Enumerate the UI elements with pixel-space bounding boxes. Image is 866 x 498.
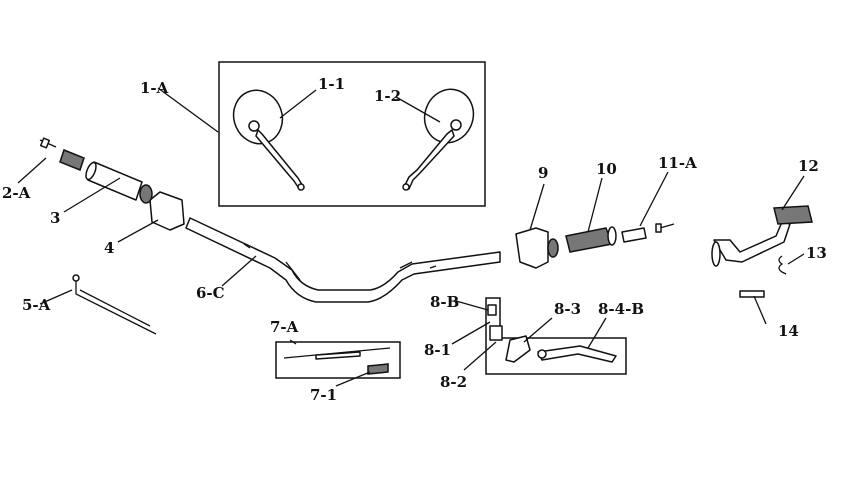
label-7-1: 7-1 <box>310 386 337 404</box>
label-8-2: 8-2 <box>440 373 467 391</box>
clutch-cable <box>283 347 391 375</box>
label-8-3: 8-3 <box>554 300 581 318</box>
label-11-A: 11-A <box>658 154 697 172</box>
label-7-A: 7-A <box>270 318 299 336</box>
label-9: 9 <box>538 164 548 182</box>
spring <box>778 255 787 275</box>
clutch-cable-box <box>275 341 401 379</box>
gear-shift-lever <box>711 205 813 267</box>
handlebar <box>185 217 501 303</box>
label-2-A: 2-A <box>2 184 31 202</box>
label-1-1: 1-1 <box>318 75 345 93</box>
label-14: 14 <box>778 322 799 340</box>
label-3: 3 <box>50 209 60 227</box>
label-6-C: 6-C <box>196 284 225 302</box>
label-8-B: 8-B <box>430 293 459 311</box>
throttle-cable <box>72 274 157 335</box>
right-switch <box>515 227 559 269</box>
label-8-4-B: 8-4-B <box>598 300 644 318</box>
label-5-A: 5-A <box>22 296 51 314</box>
label-8-1: 8-1 <box>424 341 451 359</box>
clutch-lever <box>537 345 617 363</box>
label-1-2: 1-2 <box>374 87 401 105</box>
label-12: 12 <box>798 157 819 175</box>
label-1-A: 1-A <box>140 79 169 97</box>
right-bar-end <box>621 223 675 243</box>
part-labels: 1-A 1-1 1-2 2-A 3 4 5-A 6-C 7-A 7-1 8-B … <box>2 75 827 404</box>
right-mirror <box>402 88 475 191</box>
bolt <box>739 290 765 298</box>
label-13: 13 <box>806 244 827 262</box>
right-grip <box>565 226 617 253</box>
bar-end-weight <box>59 149 85 171</box>
label-10: 10 <box>596 160 617 178</box>
mirror-group-box <box>218 61 486 207</box>
clutch-lever-box <box>485 297 627 375</box>
bar-end-screw <box>39 137 57 149</box>
left-switch <box>139 184 185 231</box>
left-mirror <box>232 89 305 191</box>
leader-lines <box>17 87 805 387</box>
label-4: 4 <box>104 239 114 257</box>
clutch-perch <box>487 304 531 363</box>
